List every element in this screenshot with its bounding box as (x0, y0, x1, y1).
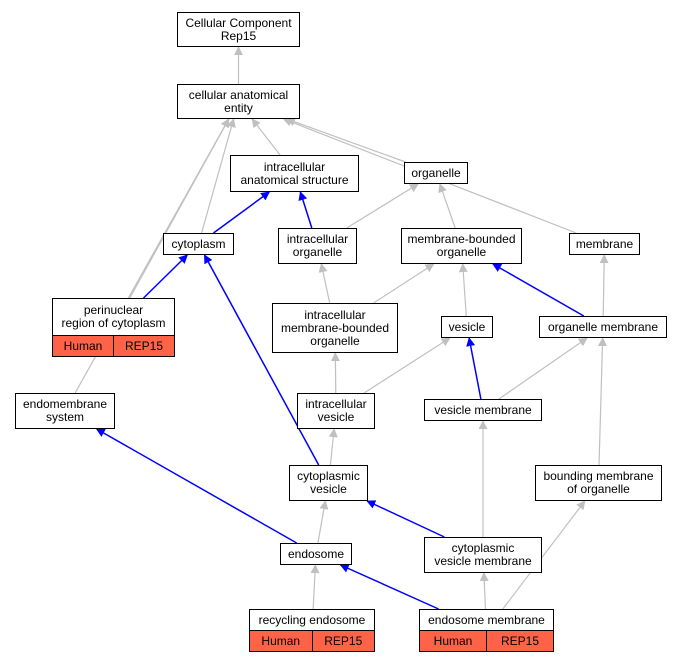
edge-cytoplasm-to-ias (213, 191, 271, 234)
edge-perinuclear-to-cytoplasm (143, 254, 188, 299)
edge-mbo-to-organelle (438, 183, 456, 229)
species-tag: Human (250, 631, 312, 651)
edge-endosome-to-cytovesicle (317, 500, 329, 544)
edge-organelle-to-cae (285, 117, 406, 163)
edge-cvm-to-cytovesicle (366, 500, 445, 538)
node-endosome: endosome (280, 543, 352, 565)
edge-vesmem-to-orgmem (498, 337, 588, 400)
edge-cytovesicle-to-ivesicle (328, 428, 338, 466)
gene-tag: REP15 (311, 631, 374, 651)
edge-intraorg-to-organelle (346, 183, 419, 229)
edge-imbo-to-mbo (373, 263, 435, 304)
edge-cytovesicle-to-cytoplasm (203, 254, 320, 466)
node-label: organelle membrane (547, 319, 659, 334)
node-label: organelle (411, 165, 461, 180)
node-label: cytoplasm (171, 236, 226, 251)
node-label: recycling endosome (258, 612, 366, 627)
gene-tag: REP15 (486, 631, 553, 651)
node-label: endosome (287, 546, 345, 561)
edge-endosome-to-endomem (95, 428, 298, 544)
edge-endomemb-to-cvm (479, 572, 489, 610)
node-membrane: membrane (569, 233, 640, 255)
node-vesmem: vesicle membrane (424, 399, 542, 421)
node-label: vesicle (448, 319, 486, 334)
gene-tag: REP15 (113, 336, 174, 356)
edge-endomemb-to-endosome (339, 564, 439, 610)
node-vesicle: vesicle (441, 316, 493, 338)
edge-recycling-to-endosome (310, 564, 320, 610)
node-cytoplasm: cytoplasm (163, 233, 234, 255)
edge-endomemb-to-boundmem (502, 500, 586, 610)
node-label: vesicle membrane (434, 402, 532, 417)
edge-intraorg-to-ias (298, 191, 313, 229)
species-tag: Human (420, 631, 486, 651)
edge-cytoplasm-to-cae (201, 118, 236, 234)
node-organelle: organelle (404, 162, 468, 184)
node-label: endosome membrane (428, 612, 545, 627)
node-orgmem: organelle membrane (539, 316, 667, 338)
edge-vesicle-to-mbo (458, 263, 468, 317)
edge-ias-to-cae (251, 118, 281, 156)
species-tag: Human (53, 336, 113, 356)
edge-orgmem-to-membrane (599, 254, 609, 317)
node-label: membrane (575, 236, 634, 251)
edge-ivesicle-to-vesicle (363, 337, 451, 394)
edge-orgmem-to-mbo (492, 263, 585, 317)
edge-imbo-to-intraorg (318, 263, 331, 304)
edge-boundmem-to-orgmem (597, 337, 607, 466)
edge-vesmem-to-vesicle (466, 337, 482, 400)
